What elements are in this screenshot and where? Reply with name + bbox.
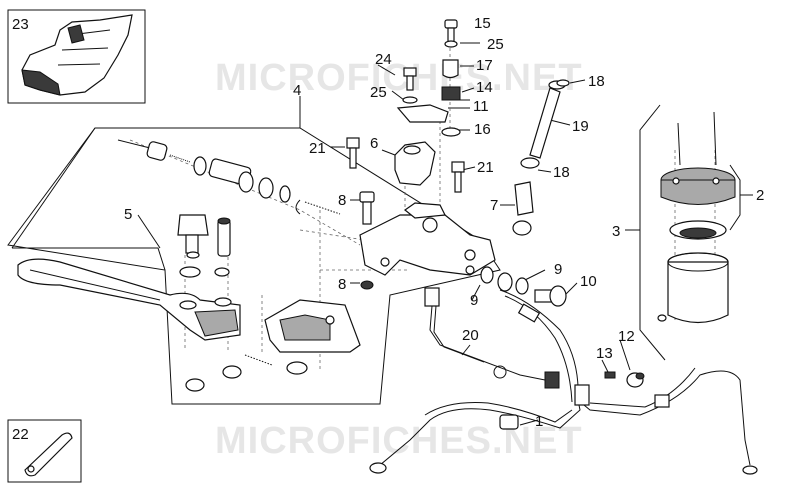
banjo-top-stack [441, 19, 461, 137]
label-19: 19 [572, 118, 589, 135]
label-13: 13 [596, 345, 613, 362]
adjuster-knob [177, 214, 209, 259]
label-9-right: 9 [554, 261, 562, 278]
reservoir-diaphragm [669, 220, 727, 240]
label-23: 23 [12, 16, 29, 33]
screw-24 [403, 67, 417, 91]
label-5: 5 [124, 206, 132, 223]
reservoir-body [667, 252, 729, 324]
label-17: 17 [476, 57, 493, 74]
label-21-left: 21 [309, 140, 326, 157]
washer-small [214, 267, 230, 277]
label-9-left: 9 [470, 292, 478, 309]
watermark-top: MICROFICHES.NET [215, 57, 583, 99]
label-2: 2 [756, 187, 764, 204]
reservoir-cap [660, 167, 736, 205]
label-18-lower: 18 [553, 164, 570, 181]
label-15: 15 [474, 15, 491, 32]
fitting-7 [512, 181, 534, 236]
washer [179, 266, 201, 278]
part-number-labels: 23 22 4 5 6 7 8 8 9 9 10 11 12 13 14 15 … [12, 15, 764, 443]
reservoir-bracket [639, 104, 666, 361]
reservoir-cap-bracket [729, 164, 741, 231]
screw-21-left [346, 137, 360, 169]
label-25-right: 25 [487, 36, 504, 53]
clip [222, 365, 242, 379]
label-3: 3 [612, 223, 620, 240]
reservoir-screws [677, 111, 717, 166]
label-10: 10 [580, 273, 597, 290]
bracket-11 [396, 104, 449, 123]
brake-switch-20 [424, 287, 560, 389]
brake-lines-1 [369, 289, 758, 475]
washer-25 [402, 96, 418, 104]
watermark-bottom: MICROFICHES.NET [215, 420, 583, 462]
label-12: 12 [618, 328, 635, 345]
label-25-left: 25 [370, 84, 387, 101]
label-4: 4 [293, 82, 301, 99]
screw-13 [604, 371, 616, 379]
circlip [185, 378, 205, 392]
pivot-pin [217, 217, 231, 257]
banjo-fitting [497, 272, 513, 292]
label-7: 7 [490, 197, 498, 214]
lever-assembly-outline [7, 127, 501, 405]
label-20: 20 [462, 327, 479, 344]
banjo-bolt-10 [534, 285, 567, 307]
brake-lever [17, 258, 241, 341]
label-21-right: 21 [477, 159, 494, 176]
master-cylinder-body [359, 141, 496, 276]
label-24: 24 [375, 51, 392, 68]
washer-lower [286, 361, 308, 375]
lever-bracket [264, 299, 361, 353]
lever-group-outline [12, 247, 166, 271]
inset-box-23 [7, 9, 146, 104]
nut-8-lower [360, 280, 374, 290]
label-11: 11 [473, 98, 489, 115]
label-8-lower: 8 [338, 276, 346, 293]
clamp-12 [626, 372, 645, 388]
label-6: 6 [370, 135, 378, 152]
label-1: 1 [535, 413, 543, 430]
washer-9-right [515, 277, 529, 295]
washer-9-left [480, 266, 494, 284]
label-18-upper: 18 [588, 73, 605, 90]
label-8-upper: 8 [338, 192, 346, 209]
label-22: 22 [12, 426, 29, 443]
screw-21-right [451, 161, 465, 193]
leader-lines [137, 42, 753, 426]
master-cylinder-piston-parts [117, 139, 341, 215]
spring [244, 354, 273, 366]
label-16: 16 [474, 121, 491, 138]
screw-8-upper [359, 191, 375, 225]
reservoir-clip [657, 314, 667, 322]
hose-19 [520, 79, 570, 169]
label-14: 14 [476, 79, 493, 96]
inset-box-22 [7, 419, 82, 483]
